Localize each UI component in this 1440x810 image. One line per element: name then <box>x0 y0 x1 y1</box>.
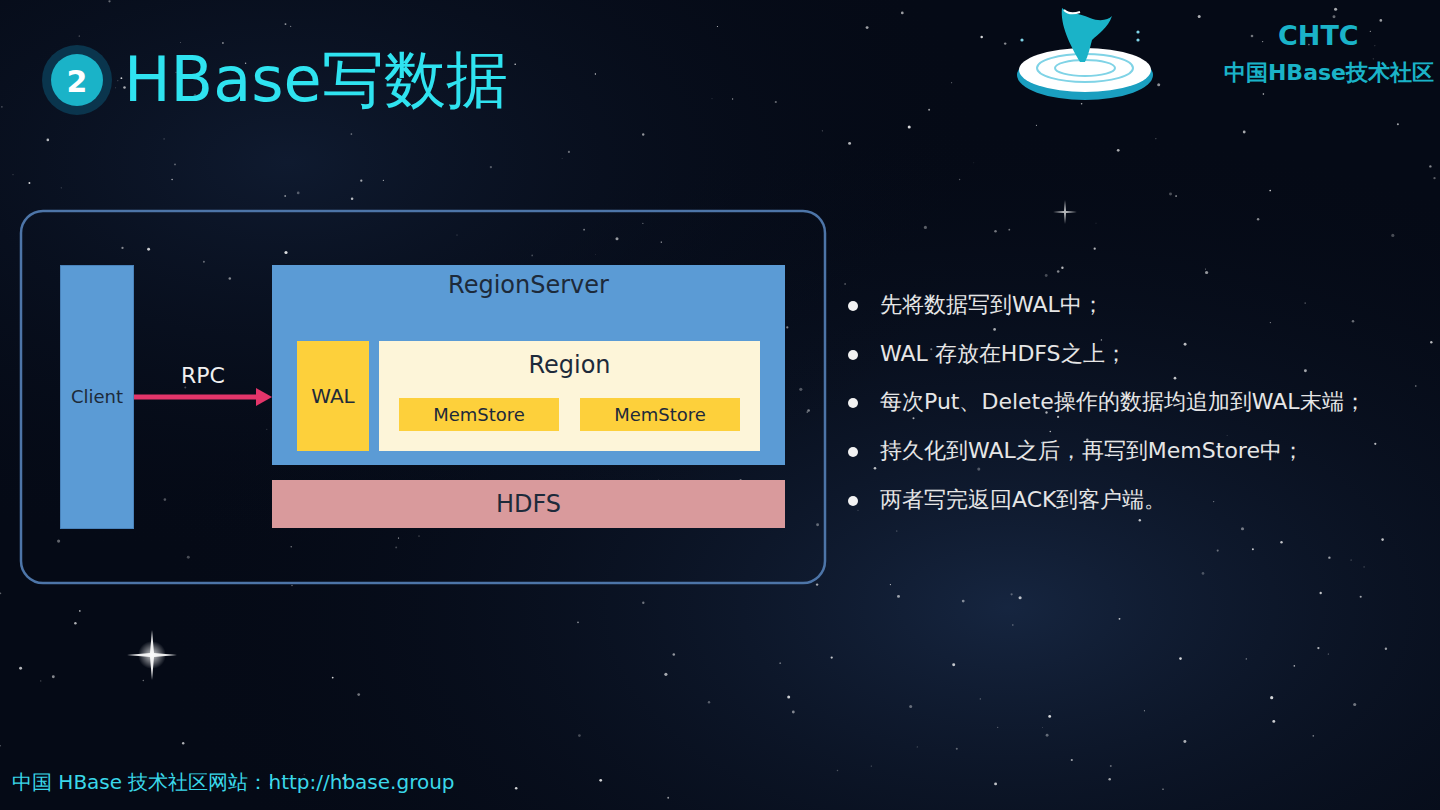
logo-subtitle: 中国HBase技术社区 <box>1224 59 1434 88</box>
regionserver-box: RegionServerWAL RegionMemStore MemStore <box>272 265 785 465</box>
node-label: MemStore <box>433 404 525 426</box>
node-label: RegionServer <box>448 271 609 300</box>
node-label: WAL <box>311 384 355 408</box>
badge-disc <box>51 54 103 106</box>
bullet-dot <box>848 398 858 408</box>
node-label: Client <box>71 386 123 408</box>
bullet-dot <box>848 301 858 311</box>
bullet-text: 每次Put、Delete操作的数据均追加到WAL末端； <box>880 388 1366 417</box>
hdfs-band: HDFS <box>272 480 785 528</box>
diagram-frame <box>21 211 825 583</box>
bullet-dot <box>848 447 858 457</box>
footer-note: 中国 HBase 技术社区网站：http://hbase.group <box>12 769 455 795</box>
memstore-box: MemStore <box>399 398 559 431</box>
rpc-arrow <box>134 388 272 406</box>
bullet-text: 两者写完返回ACK到客户端。 <box>880 486 1166 515</box>
bullet-dot <box>848 350 858 360</box>
region-box: RegionMemStore MemStore <box>379 341 760 451</box>
edge-label: RPC <box>181 363 225 389</box>
bullet-text: WAL 存放在HDFS之上； <box>880 340 1127 369</box>
node-label: HDFS <box>496 490 561 519</box>
bullet-text: 持久化到WAL之后，再写到MemStore中； <box>880 437 1304 466</box>
bullet-dot <box>848 496 858 506</box>
node-label: Region <box>528 351 610 380</box>
bullet-text: 先将数据写到WAL中； <box>880 291 1104 320</box>
logo-name: CHTC <box>1278 18 1359 53</box>
badge-ring <box>42 45 112 115</box>
node-label: MemStore <box>614 404 706 426</box>
wal-box: WAL <box>297 341 369 451</box>
logo-illustration <box>1017 8 1153 100</box>
callout-number: 2 <box>62 62 92 101</box>
memstore-box: MemStore <box>580 398 740 431</box>
client-box: Client <box>60 265 134 529</box>
title: HBase写数据 <box>124 40 508 120</box>
